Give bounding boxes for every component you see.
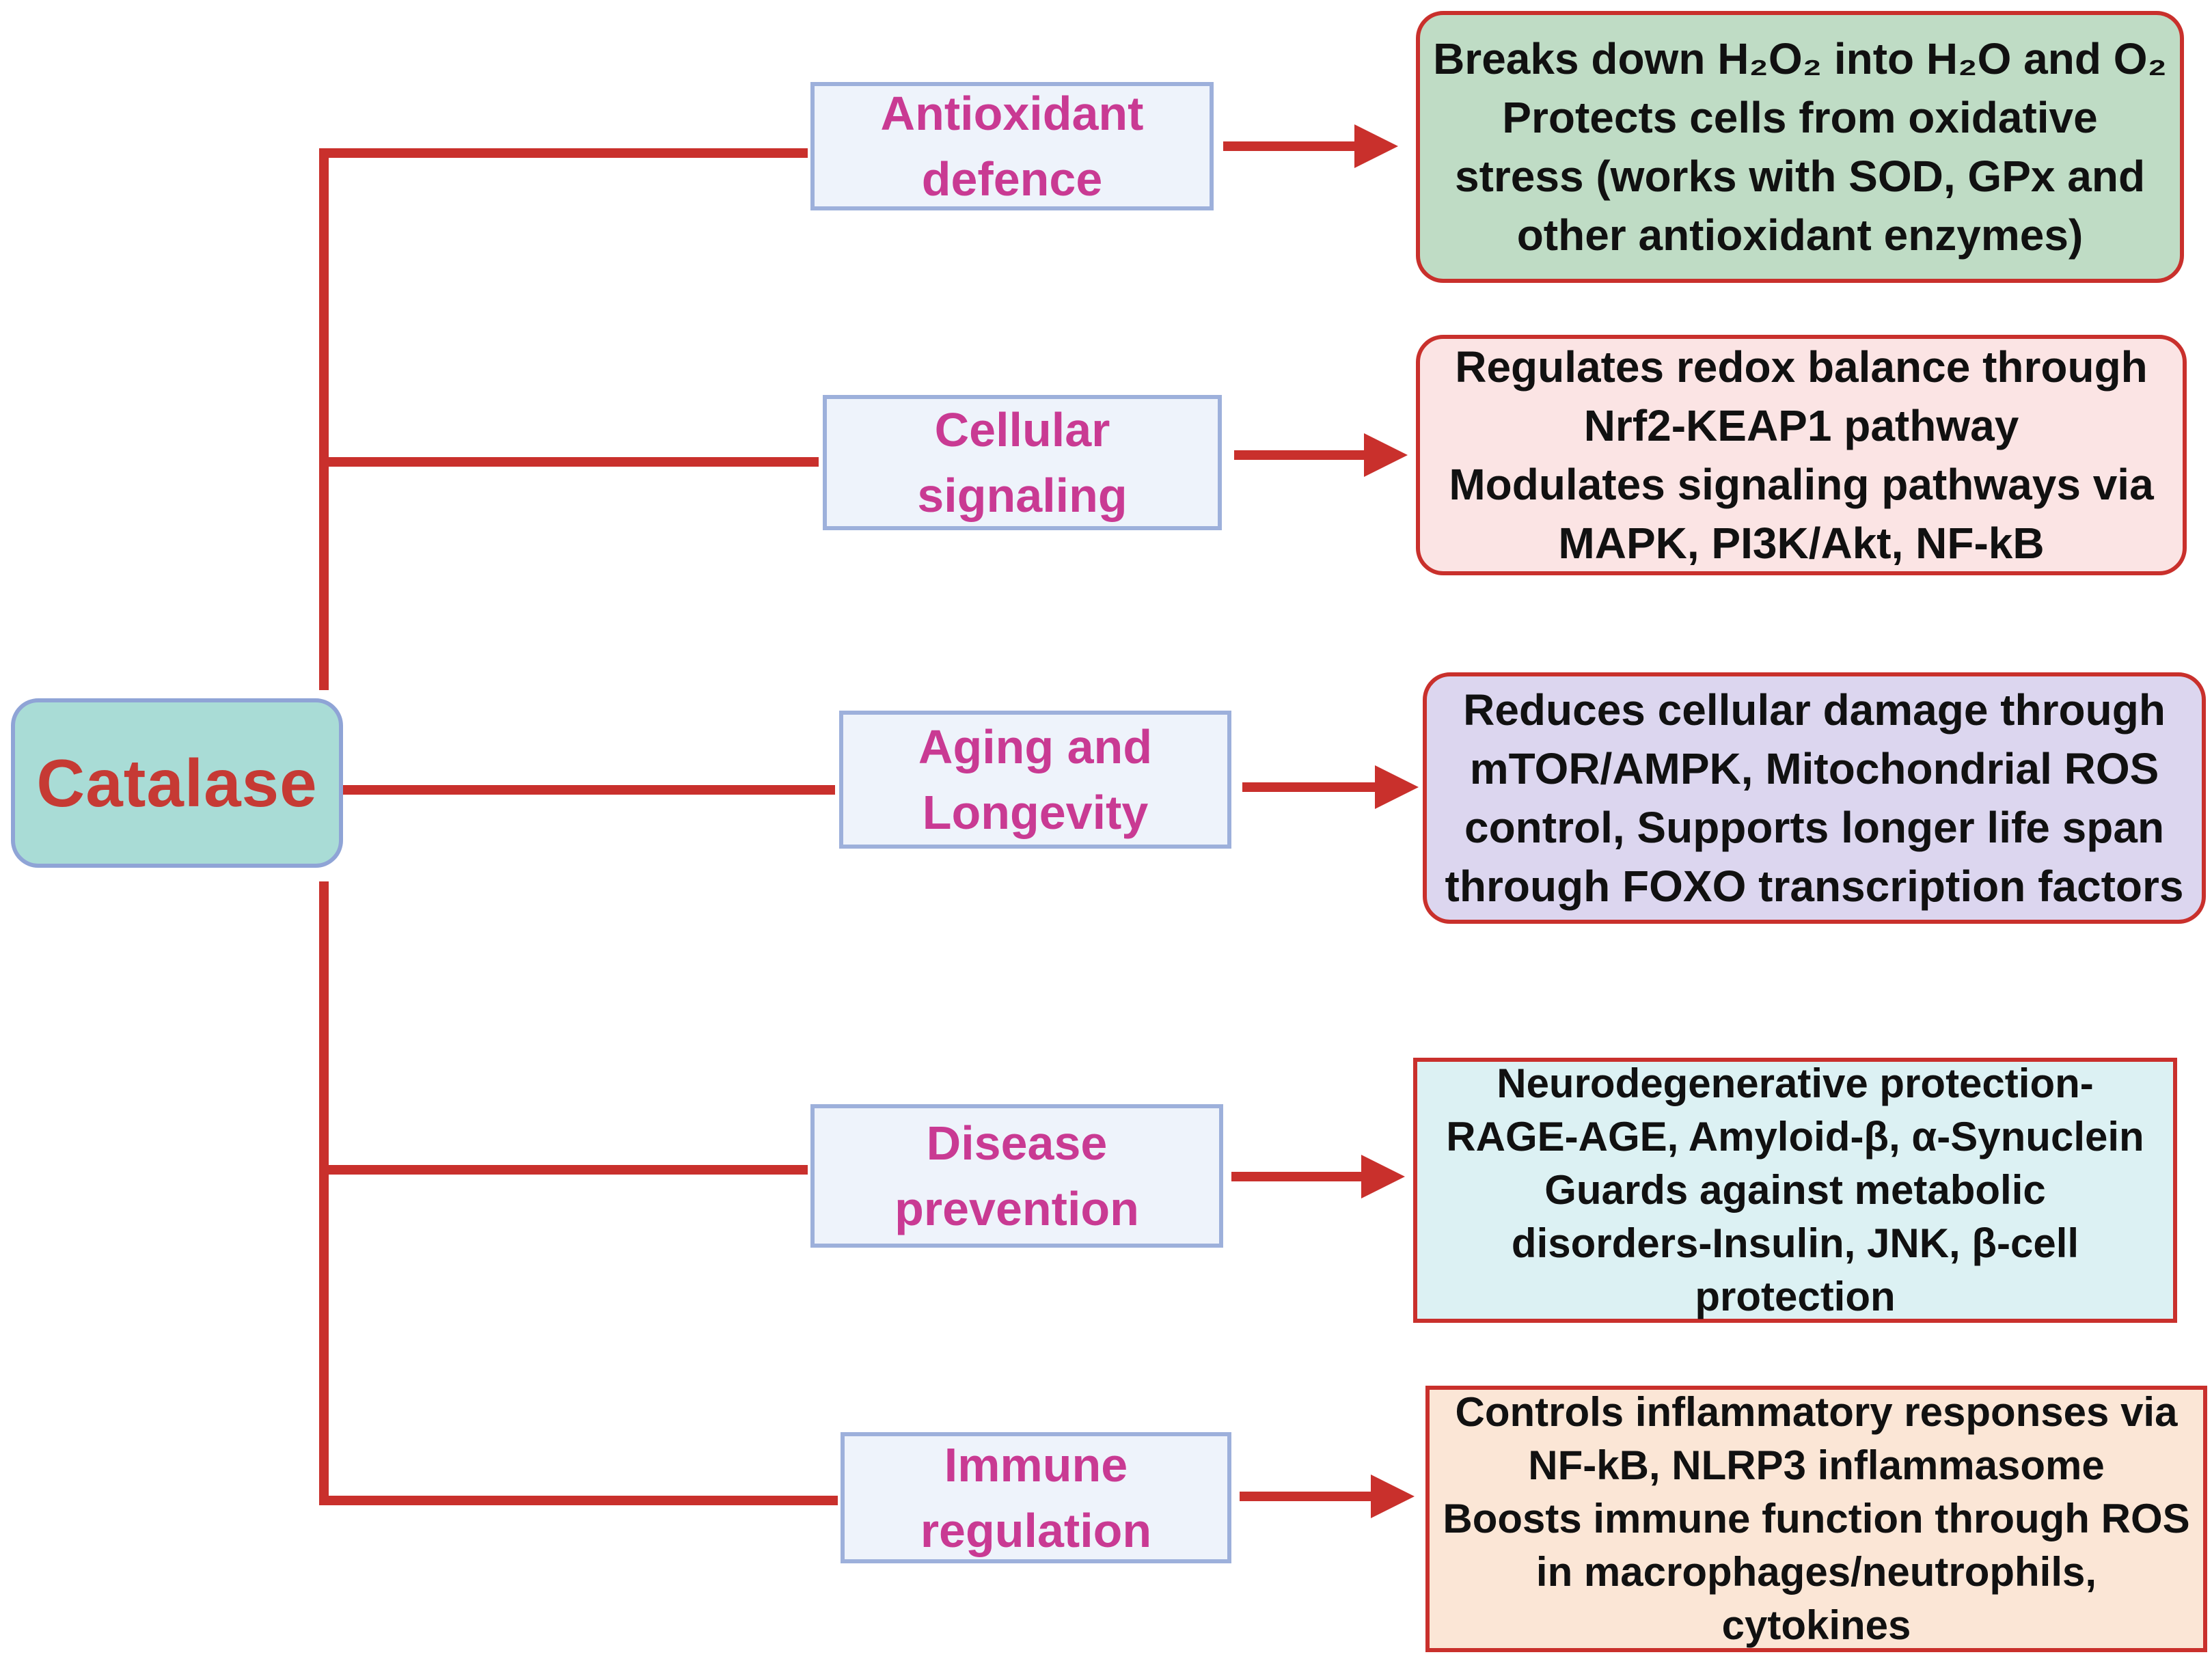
function-label: Antioxidant defence — [880, 87, 1144, 206]
description-text: Regulates redox balance through Nrf2-KEA… — [1449, 342, 2154, 568]
description-text: Breaks down H₂O₂ into H₂O and O₂ Protect… — [1433, 34, 2167, 260]
function-aging-longevity: Aging and Longevity — [839, 711, 1231, 849]
function-immune-regulation: Immune regulation — [841, 1432, 1231, 1563]
catalase-node: Catalase — [11, 698, 343, 868]
description-disease: Neurodegenerative protection- RAGE-AGE, … — [1413, 1058, 2177, 1323]
description-text: Controls inflammatory responses via NF-k… — [1443, 1389, 2190, 1648]
arrowhead-3 — [1375, 765, 1419, 809]
trunk-lower — [319, 881, 838, 1505]
function-label: Immune regulation — [920, 1438, 1152, 1557]
arrowhead-4 — [1361, 1155, 1405, 1198]
description-text: Reduces cellular damage through mTOR/AMP… — [1445, 685, 2184, 911]
catalase-label: Catalase — [36, 745, 318, 821]
function-disease-prevention: Disease prevention — [810, 1104, 1223, 1248]
function-label: Cellular signaling — [917, 403, 1128, 522]
function-antioxidant-defence: Antioxidant defence — [810, 82, 1214, 210]
function-cellular-signaling: Cellular signaling — [823, 395, 1222, 530]
function-label: Disease prevention — [895, 1116, 1139, 1235]
description-antioxidant: Breaks down H₂O₂ into H₂O and O₂ Protect… — [1416, 11, 2184, 283]
description-signaling: Regulates redox balance through Nrf2-KEA… — [1416, 335, 2187, 575]
arrowhead-1 — [1354, 124, 1398, 168]
arrowhead-5 — [1371, 1475, 1415, 1518]
arrowhead-2 — [1364, 433, 1408, 477]
description-immune: Controls inflammatory responses via NF-k… — [1425, 1386, 2207, 1652]
function-label: Aging and Longevity — [918, 720, 1153, 839]
trunk-upper — [319, 148, 808, 690]
description-text: Neurodegenerative protection- RAGE-AGE, … — [1446, 1060, 2144, 1319]
description-aging: Reduces cellular damage through mTOR/AMP… — [1423, 672, 2206, 924]
